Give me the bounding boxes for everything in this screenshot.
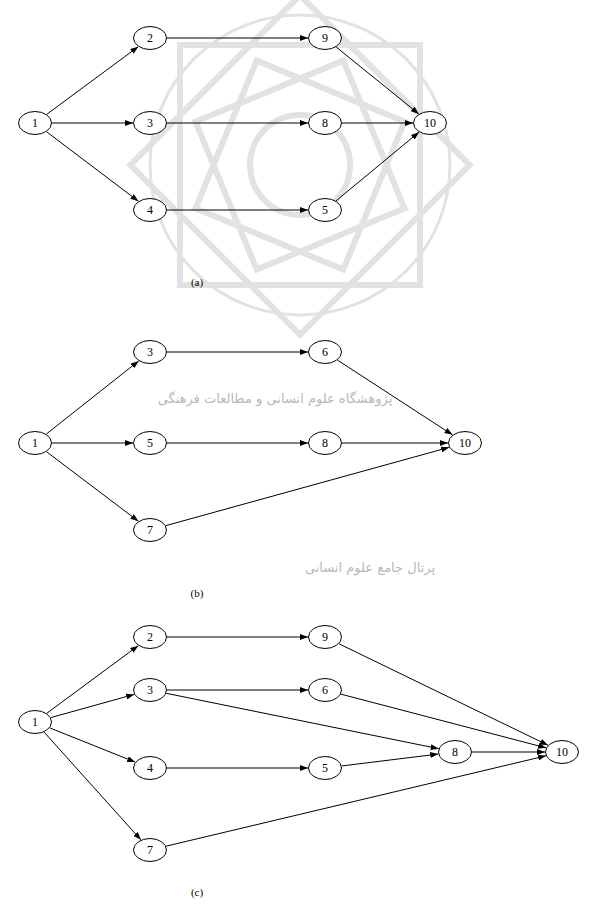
- node-number: 8: [308, 111, 342, 135]
- node-number: 9: [308, 625, 342, 649]
- event-node: 10: [448, 431, 482, 455]
- precedence-arrow: [342, 754, 439, 766]
- event-node: 4: [133, 198, 167, 222]
- node-number: 1: [18, 111, 52, 135]
- node-number: 7: [133, 838, 167, 862]
- precedence-arrow: [166, 693, 438, 748]
- node-number: 1: [18, 431, 52, 455]
- panel-label: (a): [191, 276, 203, 288]
- precedence-arrow: [50, 728, 135, 762]
- node-number: 8: [308, 431, 342, 455]
- event-node: 7: [133, 838, 167, 862]
- event-node: 9: [308, 26, 342, 50]
- event-node: 10: [545, 740, 579, 764]
- precedence-arrow: [342, 123, 413, 124]
- event-node: 6: [308, 678, 342, 702]
- node-number: 4: [133, 756, 167, 780]
- precedence-arrow: [167, 210, 308, 211]
- event-node: 7: [133, 518, 167, 542]
- precedence-arrow: [47, 47, 139, 115]
- event-node: 8: [438, 740, 472, 764]
- node-number: 10: [413, 111, 447, 135]
- node-number: 2: [133, 26, 167, 50]
- precedence-arrow: [47, 452, 139, 521]
- event-node: 1: [18, 111, 52, 135]
- event-node: 8: [308, 431, 342, 455]
- precedence-arrow: [342, 443, 448, 444]
- node-number: 6: [308, 340, 342, 364]
- event-node: 10: [413, 111, 447, 135]
- event-node: 2: [133, 26, 167, 50]
- node-number: 7: [133, 518, 167, 542]
- event-node: 3: [133, 678, 167, 702]
- node-number: 10: [545, 740, 579, 764]
- precedence-arrow: [47, 646, 139, 714]
- precedence-arrow: [341, 694, 546, 748]
- precedence-arrow: [167, 352, 308, 353]
- node-number: 6: [308, 678, 342, 702]
- node-number: 10: [448, 431, 482, 455]
- precedence-arrow: [52, 123, 133, 124]
- node-number: 3: [133, 678, 167, 702]
- precedence-arrow: [472, 752, 545, 753]
- precedence-arrow: [51, 694, 134, 717]
- watermark-text: پرتال جامع علوم انسانی: [305, 560, 435, 575]
- node-number: 5: [308, 198, 342, 222]
- event-node: 3: [133, 111, 167, 135]
- event-node: 8: [308, 111, 342, 135]
- node-number: 8: [438, 740, 472, 764]
- precedence-arrow: [44, 732, 141, 840]
- precedence-arrow: [167, 690, 308, 691]
- event-node: 1: [18, 710, 52, 734]
- precedence-arrow: [336, 47, 419, 114]
- node-number: 4: [133, 198, 167, 222]
- event-node: 5: [308, 198, 342, 222]
- precedence-arrow: [339, 644, 548, 745]
- panel-label: (b): [191, 587, 204, 599]
- precedence-arrow: [167, 443, 308, 444]
- node-number: 5: [308, 756, 342, 780]
- event-node: 1: [18, 431, 52, 455]
- event-node: 5: [133, 431, 167, 455]
- watermark-text: پژوهشگاه علوم انسانی و مطالعات فرهنگی: [158, 391, 393, 406]
- panel-label: (c): [191, 886, 203, 898]
- event-node: 4: [133, 756, 167, 780]
- node-number: 9: [308, 26, 342, 50]
- node-number: 2: [133, 625, 167, 649]
- event-node: 3: [133, 340, 167, 364]
- precedence-arrow: [46, 361, 138, 434]
- precedence-arrow: [47, 132, 139, 201]
- precedence-arrow: [167, 637, 308, 638]
- event-node: 9: [308, 625, 342, 649]
- precedence-arrow: [166, 756, 546, 846]
- node-number: 5: [133, 431, 167, 455]
- event-node: 6: [308, 340, 342, 364]
- event-node: 5: [308, 756, 342, 780]
- precedence-arrow: [167, 123, 308, 124]
- node-number: 1: [18, 710, 52, 734]
- node-number: 3: [133, 340, 167, 364]
- precedence-arrow: [336, 132, 419, 201]
- node-number: 3: [133, 111, 167, 135]
- event-node: 2: [133, 625, 167, 649]
- precedence-arrow: [52, 443, 133, 444]
- precedence-arrow: [167, 768, 308, 769]
- precedence-arrow: [167, 38, 308, 39]
- precedence-arrow: [166, 447, 449, 525]
